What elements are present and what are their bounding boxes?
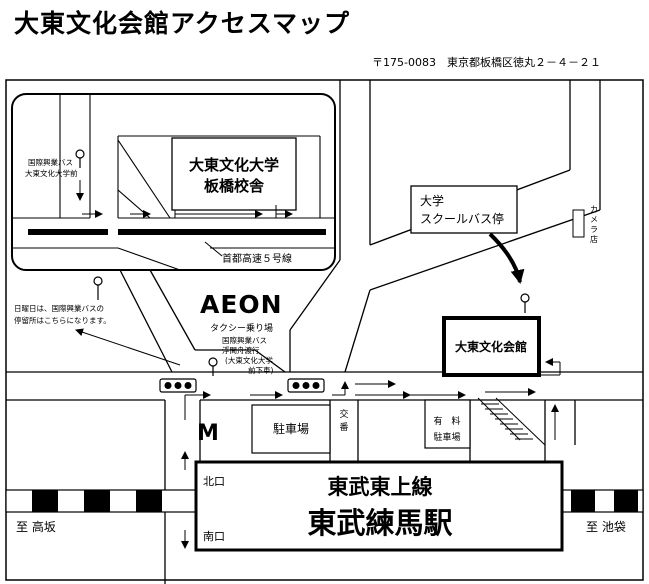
north-exit-label: 北口 <box>203 475 225 488</box>
camera-shop-label-4: 店 <box>590 234 598 244</box>
school-bus-arrow <box>488 232 525 284</box>
station-building <box>194 460 564 552</box>
expressway-bar-right <box>118 229 326 235</box>
stairs <box>477 397 546 446</box>
expressway-label: 首都高速５号線 <box>222 252 292 265</box>
camera-shop-label-3: ラ <box>590 225 598 234</box>
parking-label: 駐車場 <box>273 421 309 436</box>
mcdonalds-logo: M <box>197 421 219 446</box>
camera-shop <box>572 209 585 238</box>
camera-shop-label-1: カ <box>590 205 598 214</box>
kaikan-label: 大東文化会館 <box>455 339 527 354</box>
railway-right <box>560 489 644 513</box>
traffic-light-left <box>159 378 197 393</box>
sunday-note-1: 日曜日は、国際興業バスの <box>14 303 104 313</box>
expressway-bar-left <box>28 229 108 235</box>
police-box-label-1: 交 <box>339 408 348 420</box>
parking-building <box>251 404 331 454</box>
address: 〒175-0083 東京都板橋区徳丸２－４－２１ <box>372 56 601 69</box>
page-title: 大東文化会館アクセスマップ <box>14 9 351 38</box>
university-label-1: 大東文化大学 <box>189 156 279 174</box>
to-ikebukuro-label: 至 池袋 <box>586 520 626 534</box>
bus-stop-main-label-1: 国際興業バス <box>222 335 267 345</box>
bus-stop-inset-label-2: 大東文化大学前 <box>25 168 78 178</box>
line-name: 東武東上線 <box>328 475 433 499</box>
paid-parking-label-1: 有 料 <box>433 415 460 427</box>
school-bus-label-2: スクールバス停 <box>420 211 504 226</box>
bus-stop-sunday-icon <box>93 276 103 286</box>
aeon-logo: AEON <box>200 290 283 319</box>
camera-shop-label-2: メ <box>590 215 598 224</box>
bus-stop-main-label-3: (大東文化大学 <box>225 355 273 365</box>
bus-stop-main-icon <box>208 357 218 367</box>
station-name: 東武練馬駅 <box>307 506 452 540</box>
police-box-label-2: 番 <box>339 421 348 433</box>
to-takasaka-label: 至 高坂 <box>16 519 56 534</box>
school-bus-label-1: 大学 <box>420 193 444 208</box>
kaikan-building <box>442 316 541 377</box>
university-label-2: 板橋校舎 <box>204 177 265 195</box>
railway-left <box>5 489 197 513</box>
bus-stop-inset-icon <box>75 149 85 159</box>
south-exit-label: 南口 <box>203 530 225 543</box>
bus-stop-inset-label-1: 国際興業バス <box>28 157 73 167</box>
school-bus-box <box>410 185 518 234</box>
map-frame <box>5 79 644 581</box>
bus-stop-main-label-2: 浮間舟渡行 <box>222 345 260 355</box>
paid-parking-label-2: 駐車場 <box>433 431 460 443</box>
paid-parking-building <box>424 399 471 449</box>
bus-stop-main-label-4: 前下車) <box>248 365 273 375</box>
sunday-note-2: 停留所はこちらになります。 <box>14 315 111 325</box>
school-bus-stop-icon <box>520 293 530 303</box>
university-building <box>171 137 297 211</box>
taxi-label: タクシー乗り場 <box>210 322 273 334</box>
traffic-light-right <box>287 378 325 393</box>
